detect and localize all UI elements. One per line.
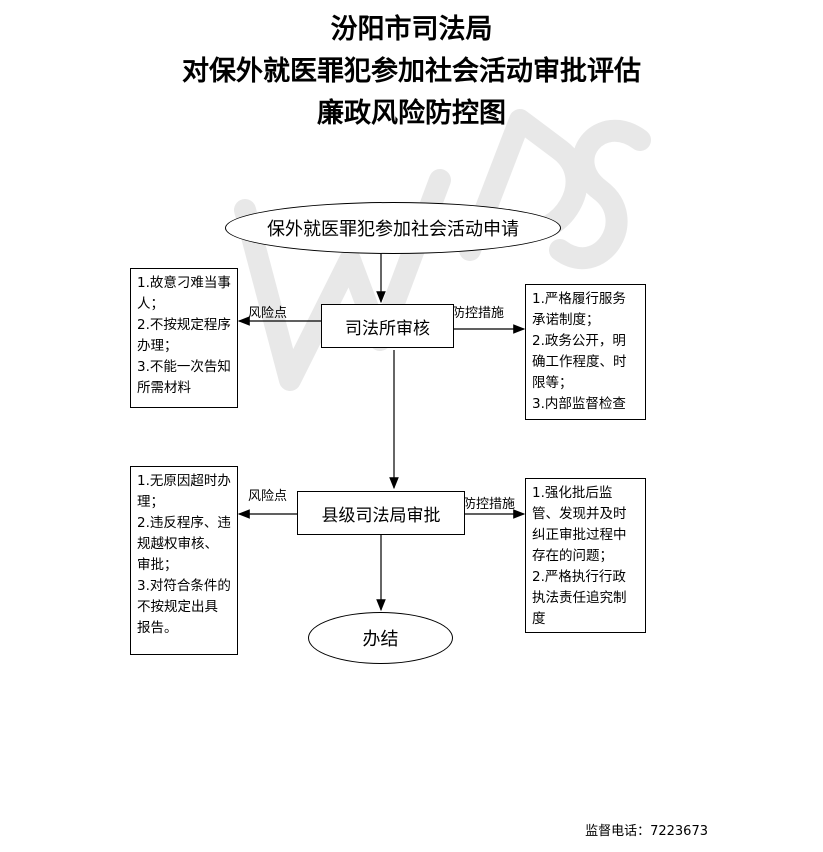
risk-box-step2: 1.无原因超时办理； 2.违反程序、违规越权审核、审批； 3.对符合条件的不按规… (130, 466, 238, 655)
step-judicial-office-review: 司法所审核 (321, 304, 454, 348)
start-node: 保外就医罪犯参加社会活动申请 (225, 202, 561, 254)
measure-box-step1: 1.严格履行服务承诺制度； 2.政务公开，明确工作程度、时限等； 3.内部监督检… (525, 284, 646, 420)
title-line-3: 廉政风险防控图 (317, 98, 506, 129)
control-measure-label-1: 防控措施 (452, 306, 505, 321)
risk-point-label-1: 风险点 (248, 306, 288, 321)
measure-box-step2: 1.强化批后监管、发现并及时纠正审批过程中存在的问题； 2.严格执行行政执法责任… (525, 478, 646, 633)
title-line-1: 汾阳市司法局 (330, 14, 493, 45)
control-measure-label-2: 防控措施 (463, 497, 516, 512)
risk-box-step1: 1.故意刁难当事人； 2.不按规定程序办理； 3.不能一次告知所需材料 (130, 268, 238, 408)
supervision-phone: 监督电话：7223673 (585, 824, 708, 839)
title-line-2: 对保外就医罪犯参加社会活动审批评估 (182, 56, 641, 87)
end-node: 办结 (308, 612, 453, 664)
risk-point-label-2: 风险点 (248, 489, 288, 504)
step-county-bureau-approval: 县级司法局审批 (297, 491, 465, 535)
